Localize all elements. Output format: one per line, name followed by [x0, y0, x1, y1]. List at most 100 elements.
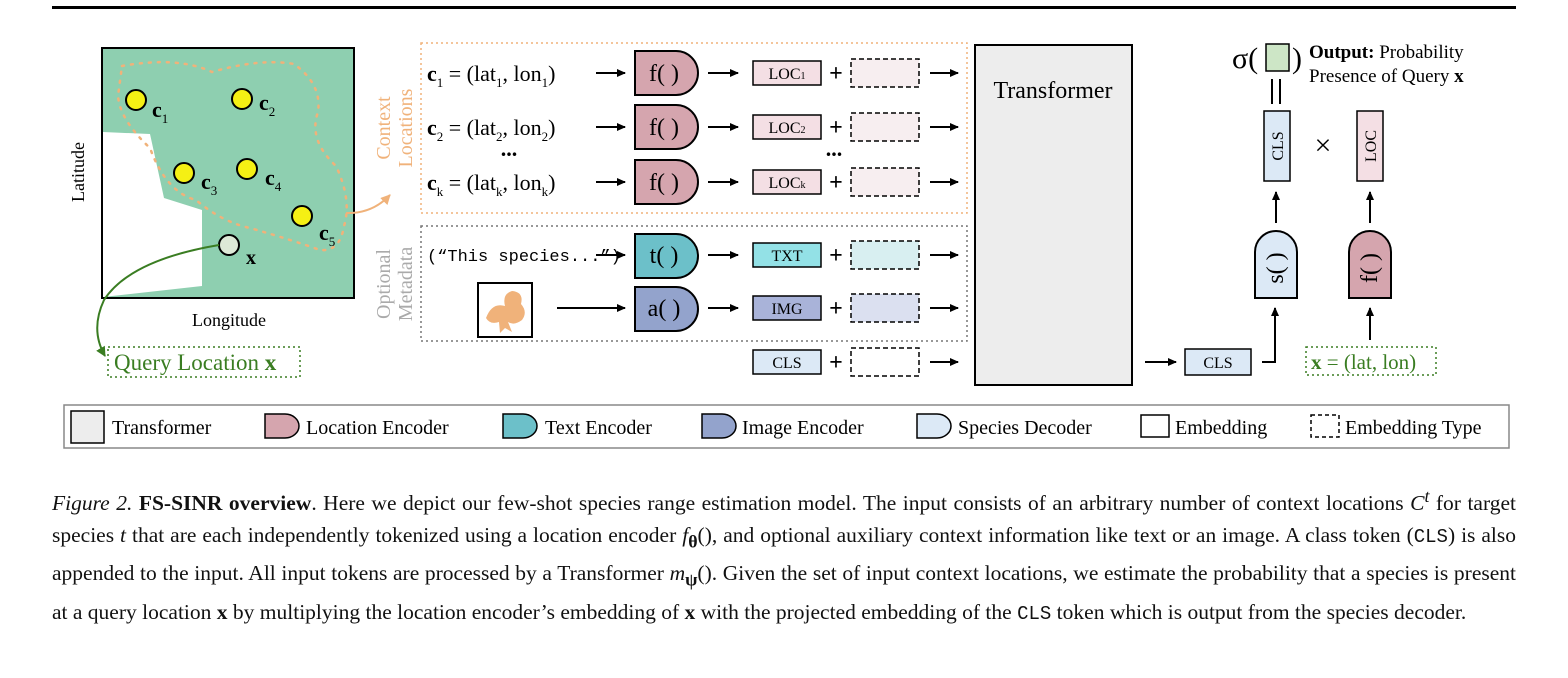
query-input-box — [1305, 346, 1437, 376]
svg-text:Species Decoder: Species Decoder — [958, 417, 1092, 439]
context-point-c1 — [125, 89, 147, 111]
svg-text:+: + — [829, 350, 843, 376]
caption-text: . Given the set of input context locatio… — [52, 561, 1516, 624]
svg-text:+: + — [829, 296, 843, 322]
caption-t: t — [120, 523, 127, 548]
plus-sign: + — [829, 115, 843, 141]
location-encoder-2-label: f( ) — [649, 115, 679, 141]
output-section: CLS s( ) CLS × LOC f( ) x = (lat, lon) σ… — [1145, 42, 1464, 376]
caption-x: x — [684, 599, 696, 624]
cls-embedding — [752, 349, 822, 375]
svg-text:a( ): a( ) — [648, 296, 681, 322]
context-point-c1-label: c1 — [152, 97, 168, 126]
cls-input-row: CLS + — [752, 347, 959, 377]
figure-caption: Figure 2. FS-SINR overview. Here we depi… — [52, 480, 1516, 630]
top-rule — [52, 6, 1516, 9]
location-encoder-1 — [634, 50, 699, 96]
times-sign: × — [1315, 129, 1332, 162]
loc-embedding-type-3 — [850, 167, 920, 197]
context-range-outline — [116, 60, 348, 252]
query-location-encoder — [1348, 230, 1392, 299]
caption-text: ) is also appended to the input. All inp… — [52, 523, 1516, 586]
caption-text: with the projected embedding of the — [695, 599, 1018, 624]
caption-text: , and optional auxiliary context informa… — [711, 523, 1414, 548]
embedding-swatch — [1140, 414, 1170, 438]
svg-text:Embedding Type: Embedding Type — [1345, 417, 1482, 439]
query-location-box — [107, 346, 301, 378]
caption-theta: θ — [688, 531, 698, 552]
context-arrow — [345, 194, 391, 215]
output-title: Output: Probability — [1309, 42, 1464, 63]
img-embedding — [752, 295, 822, 321]
text-encoder-swatch — [502, 413, 538, 439]
caption-figure-number: Figure 2. — [52, 491, 133, 516]
txt-embedding-type — [850, 240, 920, 270]
svg-text:Image Encoder: Image Encoder — [742, 417, 864, 439]
range-map: c1 c2 c3 c4 c5 x Latitude Longitude Quer… — [68, 47, 355, 378]
loc-embedding-3-label: LOCk — [769, 175, 806, 192]
metadata-label-1: Optional — [373, 249, 395, 319]
cls-output-embedding — [1184, 348, 1252, 376]
svg-text:): ) — [1292, 42, 1302, 75]
map-land-cutout — [103, 132, 202, 297]
species-decoder — [1254, 230, 1298, 299]
caption-psi: ψ — [685, 569, 698, 590]
txt-embedding — [752, 242, 822, 268]
legend-frame — [63, 404, 1510, 449]
caption-m: m — [669, 561, 686, 586]
caption-paren: () — [697, 523, 712, 548]
context-rows: c1 = (lat1, lon1) f( ) LOC1 + c2 = (lat2, lo… — [427, 50, 959, 205]
svg-text:CLS: CLS — [1203, 355, 1232, 372]
loc-output-column — [1356, 110, 1384, 182]
metadata-label-2: Metadata — [395, 247, 417, 322]
context-location-2-label: c2 = (lat2, lon2) — [427, 115, 555, 144]
caption-text: token which is output from the species d… — [1051, 599, 1467, 624]
caption-text: by multiplying the location encoder’s em… — [227, 599, 685, 624]
loc-embedding-type-2 — [850, 112, 920, 142]
query-arrow — [96, 244, 220, 357]
caption-f: f — [682, 523, 689, 548]
context-locations-group: Context Locations — [373, 42, 968, 214]
context-point-c5-label: c5 — [319, 220, 335, 249]
context-label-2: Locations — [395, 88, 417, 167]
caption-x: x — [216, 599, 228, 624]
context-dots-left: ... — [501, 136, 518, 161]
context-location-1-label: c1 = (lat1, lon1) — [427, 61, 555, 90]
context-point-c5 — [291, 205, 313, 227]
context-point-c4 — [236, 158, 258, 180]
context-point-c3 — [173, 162, 195, 184]
output-subtitle: Presence of Query x — [1309, 66, 1464, 87]
svg-text:f( ): f( ) — [1357, 253, 1383, 283]
sigma-label: σ( — [1232, 42, 1258, 75]
loc-embedding-1 — [752, 60, 822, 86]
location-encoder-swatch — [264, 413, 300, 439]
caption-text: that are each independently tokenized us… — [126, 523, 683, 548]
svg-text:CLS: CLS — [772, 355, 801, 372]
loc-embedding-1-label: LOC1 — [769, 66, 806, 83]
context-point-c2 — [231, 88, 253, 110]
bird-image-icon — [486, 291, 525, 333]
caption-text: for target species — [52, 491, 1517, 548]
image-encoder-swatch — [701, 413, 737, 439]
svg-text:Transformer: Transformer — [112, 417, 212, 439]
text-encoder — [634, 233, 699, 279]
svg-text:+: + — [829, 243, 843, 269]
context-point-c2-label: c2 — [259, 90, 275, 119]
query-point-label: x — [246, 247, 256, 269]
sigma-box — [1265, 43, 1290, 72]
diagram: c1 c2 c3 c4 c5 x Latitude Longitude Quer… — [63, 42, 1510, 449]
loc-embedding-type-1 — [850, 58, 920, 88]
transformer-block — [974, 44, 1133, 386]
context-dots-right: ... — [826, 136, 843, 161]
context-label-1: Context — [373, 96, 395, 160]
loc-embedding-3 — [752, 169, 822, 195]
query-input-label: x = (lat, lon) — [1311, 350, 1416, 374]
loc-embedding-2-label: LOC2 — [769, 120, 806, 137]
svg-text:CLS: CLS — [1270, 131, 1287, 160]
query-point — [218, 234, 240, 256]
caption-paren: () — [697, 561, 712, 586]
context-location-3-label: ck = (latk, lonk) — [427, 170, 555, 199]
species-decoder-swatch — [916, 413, 952, 439]
svg-text:t( ): t( ) — [650, 243, 679, 269]
query-location-label: Query Location x — [114, 350, 277, 375]
